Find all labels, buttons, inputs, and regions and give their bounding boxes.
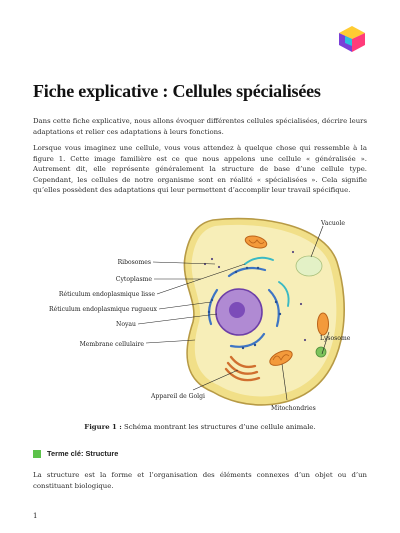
nucleolus-shape: [229, 302, 245, 318]
golgi-shape: [224, 355, 261, 382]
label-reticulum-rugueux: Réticulum endoplasmique rugueux: [49, 306, 158, 313]
label-lysosome: Lysosome: [320, 335, 351, 342]
figure-caption: Figure 1 : Schéma montrant les structure…: [0, 423, 400, 431]
label-membrane: Membrane cellulaire: [80, 341, 145, 348]
label-vacuole: Vacuole: [320, 220, 345, 227]
animal-cell-diagram: Vacuole Ribosomes Cytoplasme Réticulum e…: [49, 217, 351, 412]
caption-label: Figure 1 :: [84, 423, 122, 431]
label-reticulum-lisse: Réticulum endoplasmique lisse: [59, 291, 155, 298]
intro-paragraph: Dans cette fiche explicative, nous allon…: [33, 117, 367, 136]
cell-paragraph: Lorsque vous imaginez une cellule, vous …: [33, 144, 367, 194]
label-leader-lines: [137, 225, 330, 401]
smooth-er-shape: [244, 256, 290, 307]
rough-er-shape: [207, 266, 280, 348]
definition-paragraph: La structure est la forme et l’organisat…: [33, 471, 367, 490]
green-square-icon: [33, 449, 41, 458]
vacuole-shape: [295, 255, 323, 277]
page-number: 1: [33, 512, 38, 520]
lysosome-shape: [315, 346, 327, 358]
key-term-label: Terme clé: Structure: [47, 449, 119, 458]
caption-text: Schéma montrant les structures d’une cel…: [121, 423, 316, 431]
label-cytoplasme: Cytoplasme: [116, 276, 153, 283]
label-noyau: Noyau: [116, 321, 136, 328]
key-term: Terme clé: Structure: [33, 449, 118, 458]
cytoplasm-shape: [191, 224, 337, 397]
brand-logo-icon: [339, 26, 365, 52]
mitochondria-shape: [244, 235, 329, 366]
label-mitochondries: Mitochondries: [271, 405, 316, 412]
rough-er-dots: [207, 266, 282, 350]
label-golgi: Appareil de Golgi: [150, 393, 205, 400]
label-ribosomes: Ribosomes: [118, 259, 151, 266]
page-title: Fiche explicative : Cellules spécialisée…: [33, 81, 321, 101]
